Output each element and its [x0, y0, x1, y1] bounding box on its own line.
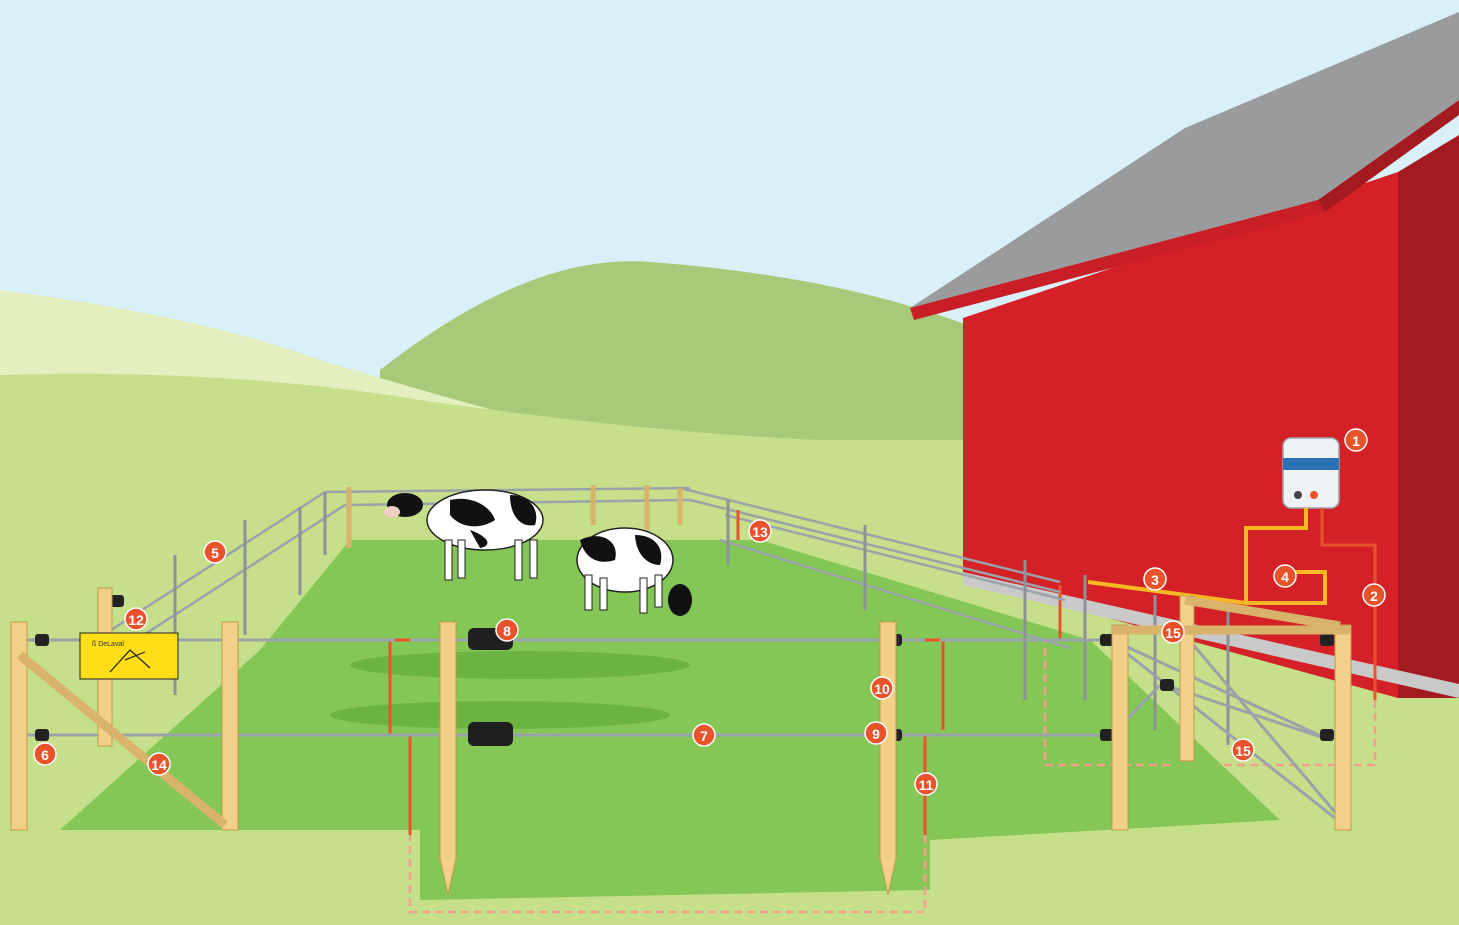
callout-11: 11 — [915, 773, 937, 795]
wooden-post — [880, 622, 896, 895]
callout-number: 10 — [874, 681, 890, 697]
wooden-post — [1180, 596, 1194, 761]
callout-number: 6 — [41, 747, 49, 763]
callout-2: 2 — [1363, 584, 1385, 606]
callout-number: 3 — [1151, 572, 1159, 588]
callout-number: 11 — [919, 777, 934, 793]
wooden-post — [222, 622, 238, 830]
callout-number: 2 — [1370, 588, 1378, 604]
callout-13: 13 — [749, 520, 771, 542]
callout-9: 9 — [865, 722, 887, 744]
callout-3: 3 — [1144, 568, 1166, 590]
callout-number: 13 — [752, 524, 768, 540]
grass-patch — [350, 651, 690, 679]
callout-5: 5 — [204, 541, 226, 563]
callout-number: 4 — [1281, 569, 1289, 585]
warning-sign: ß DeLaval — [80, 633, 178, 679]
callout-number: 15 — [1235, 743, 1251, 759]
callout-number: 1 — [1352, 433, 1360, 449]
wooden-post — [1335, 625, 1351, 830]
callout-4: 4 — [1274, 565, 1296, 587]
callout-10: 10 — [871, 677, 893, 699]
callout-number: 12 — [128, 612, 144, 628]
callout-15: 15 — [1232, 739, 1254, 761]
callout-1: 1 — [1345, 429, 1367, 451]
barn-side-wall — [1398, 135, 1459, 698]
energizer — [1283, 438, 1339, 508]
callout-14: 14 — [148, 753, 170, 775]
callout-15: 15 — [1162, 621, 1184, 643]
callout-number: 8 — [503, 623, 511, 639]
callout-8: 8 — [496, 619, 518, 641]
callout-number: 9 — [872, 726, 880, 742]
wooden-post — [440, 622, 456, 895]
wooden-post — [1112, 625, 1128, 830]
callout-12: 12 — [125, 608, 147, 630]
callout-6: 6 — [34, 743, 56, 765]
callout-number: 5 — [211, 545, 219, 561]
callout-7: 7 — [693, 724, 715, 746]
callout-number: 15 — [1165, 625, 1181, 641]
callout-number: 14 — [151, 757, 167, 773]
sign-brand-text: ß DeLaval — [92, 641, 124, 648]
callout-number: 7 — [700, 728, 708, 744]
gate-handle — [468, 722, 513, 746]
